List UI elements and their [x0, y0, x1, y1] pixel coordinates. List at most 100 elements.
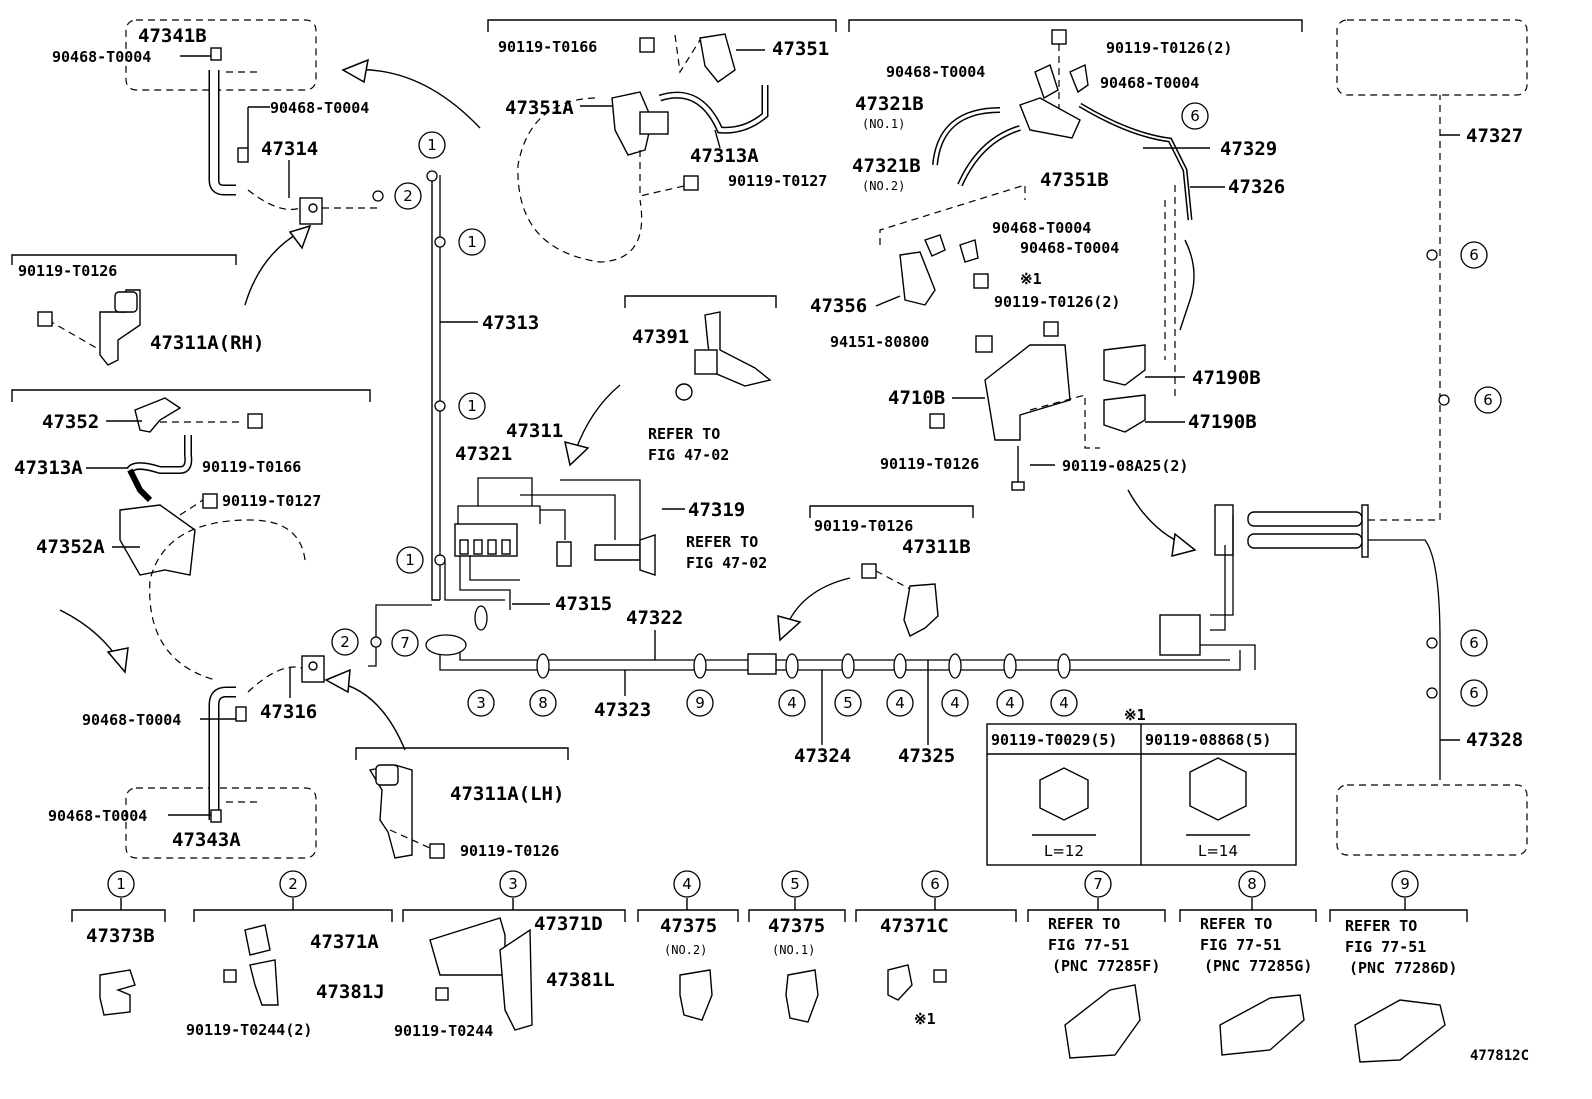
- label-47311B: 47311B: [902, 536, 971, 558]
- callout-1: 1: [458, 228, 486, 256]
- bolt-icon: [1043, 321, 1059, 337]
- callout-2: 2: [394, 182, 422, 210]
- bolt-icon: [429, 843, 445, 859]
- svg-text:1: 1: [467, 233, 477, 251]
- connector-dot: [434, 400, 446, 412]
- callout-6: 6: [1474, 386, 1502, 414]
- legend-8-ref3: (PNC 77285G): [1204, 957, 1312, 975]
- label-90119-T0126: 90119-T0126: [460, 842, 559, 860]
- clamp-marker: [1057, 653, 1071, 679]
- svg-text:8: 8: [538, 694, 548, 712]
- joint-icon: [747, 653, 777, 675]
- group-47321: [444, 477, 656, 610]
- bolt-icon: [202, 493, 218, 509]
- legend-3-bolt: 90119-T0244: [394, 1022, 493, 1040]
- legend-2-part2: 47381J: [316, 981, 385, 1003]
- legend-number-2: 2: [279, 870, 307, 898]
- label-47190B: 47190B: [1188, 411, 1257, 433]
- connector-dot: [426, 170, 438, 182]
- arrow-icon: [334, 681, 406, 751]
- label-90468-T0004: 90468-T0004: [1100, 74, 1199, 92]
- pipe-47313: [431, 180, 440, 601]
- callout-4: 4: [886, 689, 914, 717]
- nut-icon: [675, 383, 693, 401]
- label-47323: 47323: [594, 699, 651, 721]
- label-90468-T0004: 90468-T0004: [886, 63, 985, 81]
- legend-4-sub: (NO.2): [664, 943, 707, 957]
- svg-text:5: 5: [843, 694, 853, 712]
- legend-6-part: 47371C: [880, 915, 949, 937]
- label-90468-T0004: 90468-T0004: [270, 99, 369, 117]
- legend-parts: [99, 917, 1446, 1063]
- legend-number-3: 3: [499, 870, 527, 898]
- svg-text:1: 1: [467, 397, 477, 415]
- group-47311A-RH: [11, 254, 237, 366]
- label-47327: 47327: [1466, 125, 1523, 147]
- clip-icon: [785, 969, 819, 1023]
- callout-6: 6: [1181, 102, 1209, 130]
- clamp-marker: [893, 653, 907, 679]
- label-47352: 47352: [42, 411, 99, 433]
- label-47351: 47351: [772, 38, 829, 60]
- bolt-icon: [1051, 29, 1067, 45]
- svg-text:1: 1: [427, 136, 437, 154]
- arrow-icon: [349, 68, 481, 129]
- label-90468-T0004: 90468-T0004: [82, 711, 181, 729]
- group-47351B: [848, 19, 1303, 491]
- group-47391: [624, 295, 777, 401]
- legend-brackets: [71, 898, 1468, 922]
- clamp-icon: [99, 969, 136, 1016]
- label-47321: 47321: [455, 443, 512, 465]
- bolt-icon: [973, 273, 989, 289]
- legend-number-5: 5: [781, 870, 809, 898]
- legend-8-ref1: REFER TO: [1200, 915, 1272, 933]
- callout-2: 2: [331, 628, 359, 656]
- legend-number-4: 4: [673, 870, 701, 898]
- table-bolt-sizes: [986, 723, 1297, 866]
- label-fig-47-02: FIG 47-02: [648, 446, 729, 464]
- svg-text:9: 9: [695, 694, 705, 712]
- bracket-icon: [499, 928, 533, 1031]
- legend-8-ref2: FIG 77-51: [1200, 936, 1281, 954]
- bolt-icon: [37, 311, 53, 327]
- callout-7: 7: [391, 629, 419, 657]
- group-47351: [487, 19, 837, 263]
- label-47190B: 47190B: [1192, 367, 1261, 389]
- arrow-icon: [574, 384, 621, 453]
- label-90119-T0166: 90119-T0166: [498, 38, 597, 56]
- connector-dot: [1426, 637, 1438, 649]
- legend-7-ref3: (PNC 77285F): [1052, 957, 1160, 975]
- connector-dot: [372, 190, 384, 202]
- legend-9-ref3: (PNC 77286D): [1349, 959, 1457, 977]
- legend-3-part2: 47381L: [546, 969, 615, 991]
- label-47324: 47324: [794, 745, 851, 767]
- connector-dot: [1426, 687, 1438, 699]
- label-47313A: 47313A: [14, 457, 83, 479]
- legend-3-part: 47371D: [534, 913, 603, 935]
- legend-number-7: 7: [1084, 870, 1112, 898]
- table-length-2: L=14: [1198, 842, 1238, 860]
- callout-8: 8: [529, 689, 557, 717]
- group-47311A-LH: [355, 747, 569, 859]
- svg-text:4: 4: [950, 694, 960, 712]
- svg-text:4: 4: [1005, 694, 1015, 712]
- clip-icon: [210, 809, 222, 823]
- leader-lines: [86, 49, 1460, 745]
- svg-text:4: 4: [682, 875, 692, 893]
- bracket-icon: [249, 959, 279, 1006]
- label-90119-T0126: 90119-T0126: [880, 455, 979, 473]
- connector-dot: [434, 554, 446, 566]
- legend-4-part: 47375: [660, 915, 717, 937]
- label-47322: 47322: [626, 607, 683, 629]
- bolt-icon: [933, 969, 947, 983]
- arrow-icon: [244, 231, 301, 306]
- hex-bolt-icon: [1039, 767, 1089, 821]
- label-refer-to: REFER TO: [686, 533, 758, 551]
- label-90119-T0127: 90119-T0127: [728, 172, 827, 190]
- label-90119-T0127: 90119-T0127: [222, 492, 321, 510]
- legend-7-ref1: REFER TO: [1048, 915, 1120, 933]
- svg-text:3: 3: [508, 875, 518, 893]
- legend-2-part: 47371A: [310, 931, 379, 953]
- callout-5: 5: [834, 689, 862, 717]
- legend-number-8: 8: [1238, 870, 1266, 898]
